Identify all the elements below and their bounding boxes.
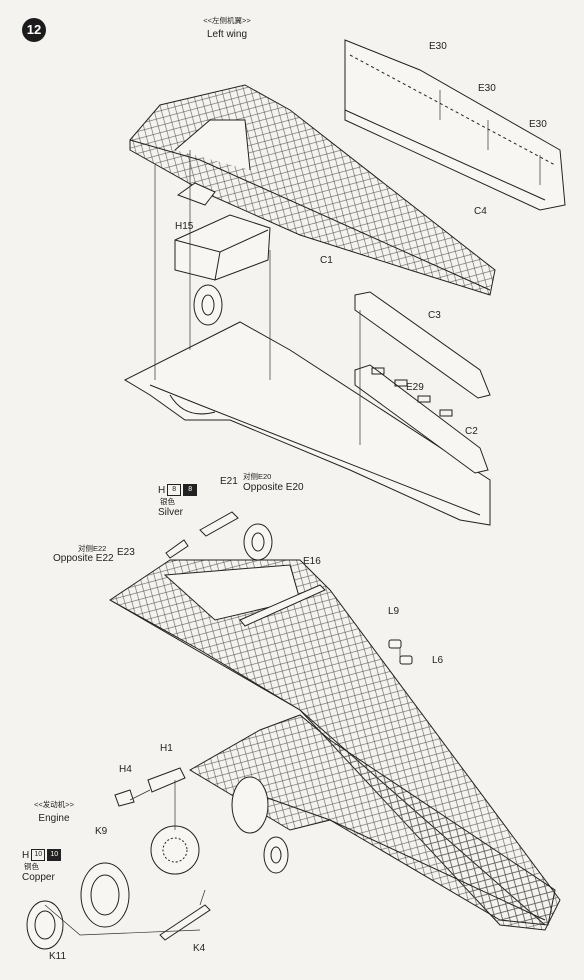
wing-bottom-assembled bbox=[189, 714, 556, 926]
parts-e29 bbox=[371, 367, 453, 417]
engine-title-en: Engine bbox=[38, 813, 70, 824]
label-k4: K4 bbox=[193, 943, 206, 954]
label-e23: E23 bbox=[117, 547, 135, 558]
engine-cylinders bbox=[150, 825, 200, 875]
paint-silver-en: Silver bbox=[158, 507, 184, 518]
label-l9: L9 bbox=[388, 606, 400, 617]
paint-prefix: H bbox=[158, 484, 166, 496]
part-k11 bbox=[26, 900, 64, 950]
label-e16: E16 bbox=[303, 556, 321, 567]
part-l9 bbox=[388, 639, 402, 649]
paint-prefix: H bbox=[22, 849, 30, 861]
paint-copper-en: Copper bbox=[22, 872, 55, 883]
label-c2: C2 bbox=[465, 426, 478, 437]
wheel-lower bbox=[263, 836, 289, 874]
wing-part-c4 bbox=[344, 39, 566, 211]
wheel-middle bbox=[243, 523, 273, 561]
label-e20-en: Opposite E20 bbox=[243, 482, 304, 493]
part-e16 bbox=[239, 584, 326, 627]
paint-code-box-dark: 10 bbox=[47, 849, 62, 861]
paint-code-box: 8 bbox=[167, 484, 182, 496]
part-h15 bbox=[174, 214, 271, 281]
paint-callout-silver: H 8 8 bbox=[158, 484, 198, 496]
step-number-badge: 12 bbox=[22, 18, 46, 42]
left-wing-title-cn: <<左侧机翼>> bbox=[203, 16, 251, 25]
part-e21 bbox=[199, 511, 239, 537]
paint-silver-cn: 银色 bbox=[160, 497, 175, 506]
part-l6 bbox=[399, 655, 413, 665]
part-h4 bbox=[114, 789, 135, 807]
wheel-upper bbox=[193, 284, 223, 326]
part-c2 bbox=[354, 364, 489, 474]
wing-part-lower bbox=[123, 321, 491, 526]
label-e20-cn: 对侧E20 bbox=[243, 472, 272, 481]
label-h1: H1 bbox=[160, 743, 173, 754]
label-h4: H4 bbox=[119, 764, 132, 775]
label-l6: L6 bbox=[432, 655, 444, 666]
engine-cowl-mount bbox=[231, 776, 269, 834]
paint-code-box: 10 bbox=[31, 849, 46, 861]
label-e30-c: E30 bbox=[529, 119, 547, 130]
label-h15: H15 bbox=[175, 221, 194, 232]
label-k11: K11 bbox=[49, 951, 67, 962]
paint-copper-cn: 铜色 bbox=[24, 862, 39, 871]
label-e30-a: E30 bbox=[429, 41, 447, 52]
paint-callout-copper: H 10 10 bbox=[22, 849, 62, 861]
label-e22-cn: 对侧E22 bbox=[78, 544, 107, 553]
label-e21: E21 bbox=[220, 476, 238, 487]
part-h1 bbox=[147, 767, 186, 793]
left-wing-title-en: Left wing bbox=[206, 29, 248, 40]
label-c4: C4 bbox=[474, 206, 487, 217]
label-k9: K9 bbox=[95, 826, 108, 837]
part-e23 bbox=[165, 539, 189, 559]
engine-title-cn: <<发动机>> bbox=[33, 800, 75, 809]
part-k4 bbox=[159, 904, 211, 941]
label-e29: E29 bbox=[406, 382, 424, 393]
label-c1: C1 bbox=[320, 255, 333, 266]
part-k9 bbox=[80, 862, 130, 928]
paint-code-box-dark: 8 bbox=[183, 484, 198, 496]
label-c3: C3 bbox=[428, 310, 441, 321]
label-e30-b: E30 bbox=[478, 83, 496, 94]
part-c3 bbox=[354, 291, 491, 399]
label-e22-en: Opposite E22 bbox=[53, 553, 114, 564]
